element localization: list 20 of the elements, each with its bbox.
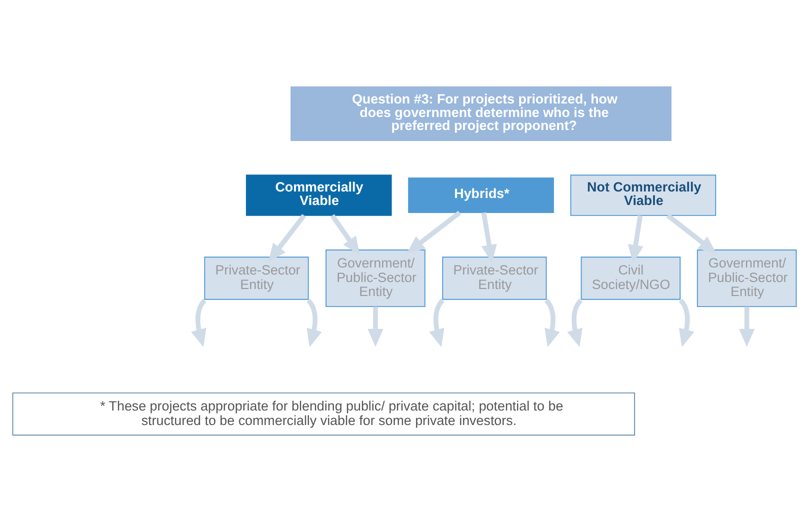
arrow bbox=[368, 306, 384, 347]
node-box: Hybrids* bbox=[408, 178, 554, 214]
node-box: Question #3: For projects prioritized, how does government determine who is the preferred project proponent? bbox=[290, 86, 672, 142]
arrow bbox=[191, 298, 206, 348]
arrow bbox=[306, 298, 322, 348]
node-box: Commercially Viable bbox=[246, 174, 392, 216]
node-box: Government/ Public-Sector Entity bbox=[326, 249, 426, 308]
arrow bbox=[406, 210, 462, 254]
node-box: Private-Sector Entity bbox=[204, 256, 309, 300]
arrow bbox=[544, 298, 560, 348]
node-box: Not Commercially Viable bbox=[570, 174, 716, 216]
node-box: * These projects appropriate for blending public/ private capital; potential to be structured to be commercially viable for some private investors. bbox=[12, 392, 636, 436]
arrow bbox=[678, 298, 694, 348]
arrow bbox=[567, 298, 583, 348]
arrow bbox=[738, 306, 755, 347]
node-box: Civil Society/NGO bbox=[580, 256, 681, 300]
node-box: Government/ Public-Sector Entity bbox=[696, 249, 797, 308]
node-box: Private-Sector Entity bbox=[442, 256, 547, 300]
arrow bbox=[429, 298, 444, 348]
arrow bbox=[268, 214, 306, 262]
